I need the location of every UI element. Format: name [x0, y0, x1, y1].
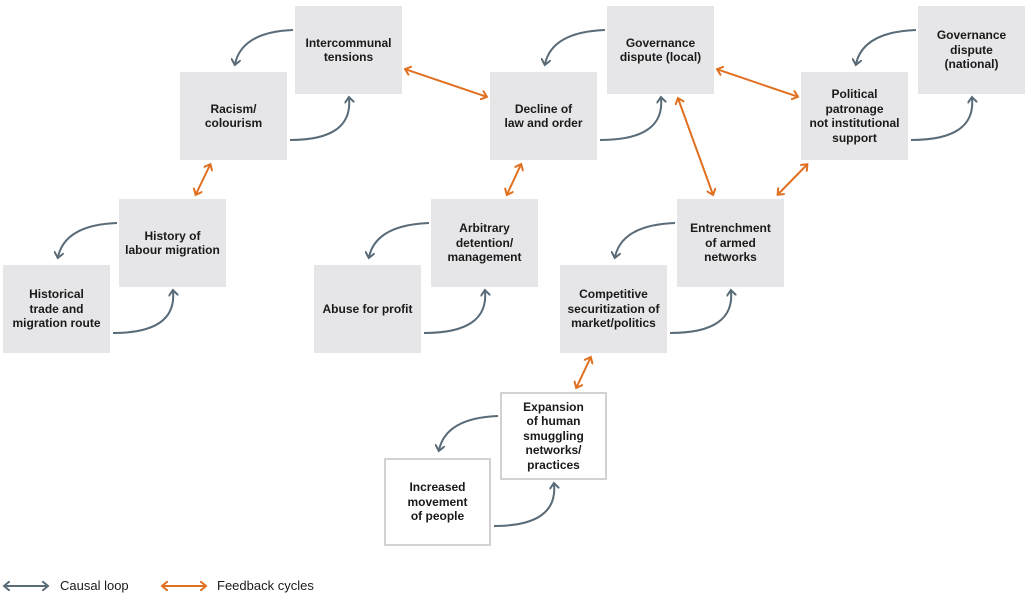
causal-arrow [369, 222, 430, 257]
node-label: Intercommunal tensions [305, 35, 392, 65]
node-intercommunal: Intercommunal tensions [295, 6, 402, 94]
node-label: Decline of law and order [504, 101, 583, 131]
node-detention: Arbitrary detention/ management [431, 199, 538, 287]
feedback-arrow [678, 99, 712, 194]
node-label: Racism/ colourism [204, 101, 263, 131]
node-entrenchment: Entrenchment of armed networks [677, 199, 784, 287]
node-securitization: Competitive securitization of market/pol… [560, 265, 667, 353]
node-label: History of labour migration [125, 228, 220, 258]
node-label: Abuse for profit [322, 301, 413, 316]
node-label: Arbitrary detention/ management [447, 221, 522, 265]
feedback-arrow [718, 70, 797, 97]
node-racism: Racism/ colourism [180, 72, 287, 160]
node-labour: History of labour migration [119, 199, 226, 287]
legend-causal-loop: Causal loop [60, 578, 129, 593]
node-smuggling: Expansion of human smuggling networks/ p… [500, 392, 607, 480]
node-movement: Increased movement of people [384, 458, 491, 546]
node-gov-national: Governance dispute (national) [918, 6, 1025, 94]
feedback-arrow [577, 358, 591, 387]
feedback-arrow [406, 69, 486, 96]
causal-arrow [423, 291, 485, 334]
node-patronage: Political patronage not institutional su… [801, 72, 908, 160]
causal-arrow [493, 484, 554, 527]
node-abuse: Abuse for profit [314, 265, 421, 353]
node-label: Historical trade and migration route [12, 287, 101, 331]
legend-feedback-cycles: Feedback cycles [217, 578, 314, 593]
node-label: Governance dispute (national) [936, 28, 1007, 72]
causal-arrow [669, 291, 731, 334]
node-gov-local: Governance dispute (local) [607, 6, 714, 94]
causal-arrow [856, 29, 917, 64]
node-label: Competitive securitization of market/pol… [567, 287, 660, 331]
node-decline: Decline of law and order [490, 72, 597, 160]
feedback-arrow [196, 165, 210, 194]
causal-arrow [910, 98, 972, 141]
causal-arrow [439, 415, 499, 450]
causal-arrow [235, 29, 294, 64]
node-label: Entrenchment of armed networks [690, 221, 771, 265]
node-label: Governance dispute (local) [619, 35, 702, 65]
causal-arrow [615, 222, 676, 257]
causal-arrow [289, 98, 349, 141]
node-label: Political patronage not institutional su… [809, 87, 900, 145]
causal-arrow [112, 291, 173, 334]
node-trade: Historical trade and migration route [3, 265, 110, 353]
node-label: Increased movement of people [407, 480, 468, 524]
feedback-arrow [507, 165, 520, 194]
node-label: Expansion of human smuggling networks/ p… [523, 399, 584, 472]
causal-arrow [599, 98, 661, 141]
causal-arrow [545, 29, 606, 64]
feedback-arrow [778, 165, 806, 194]
causal-arrow [58, 222, 118, 257]
